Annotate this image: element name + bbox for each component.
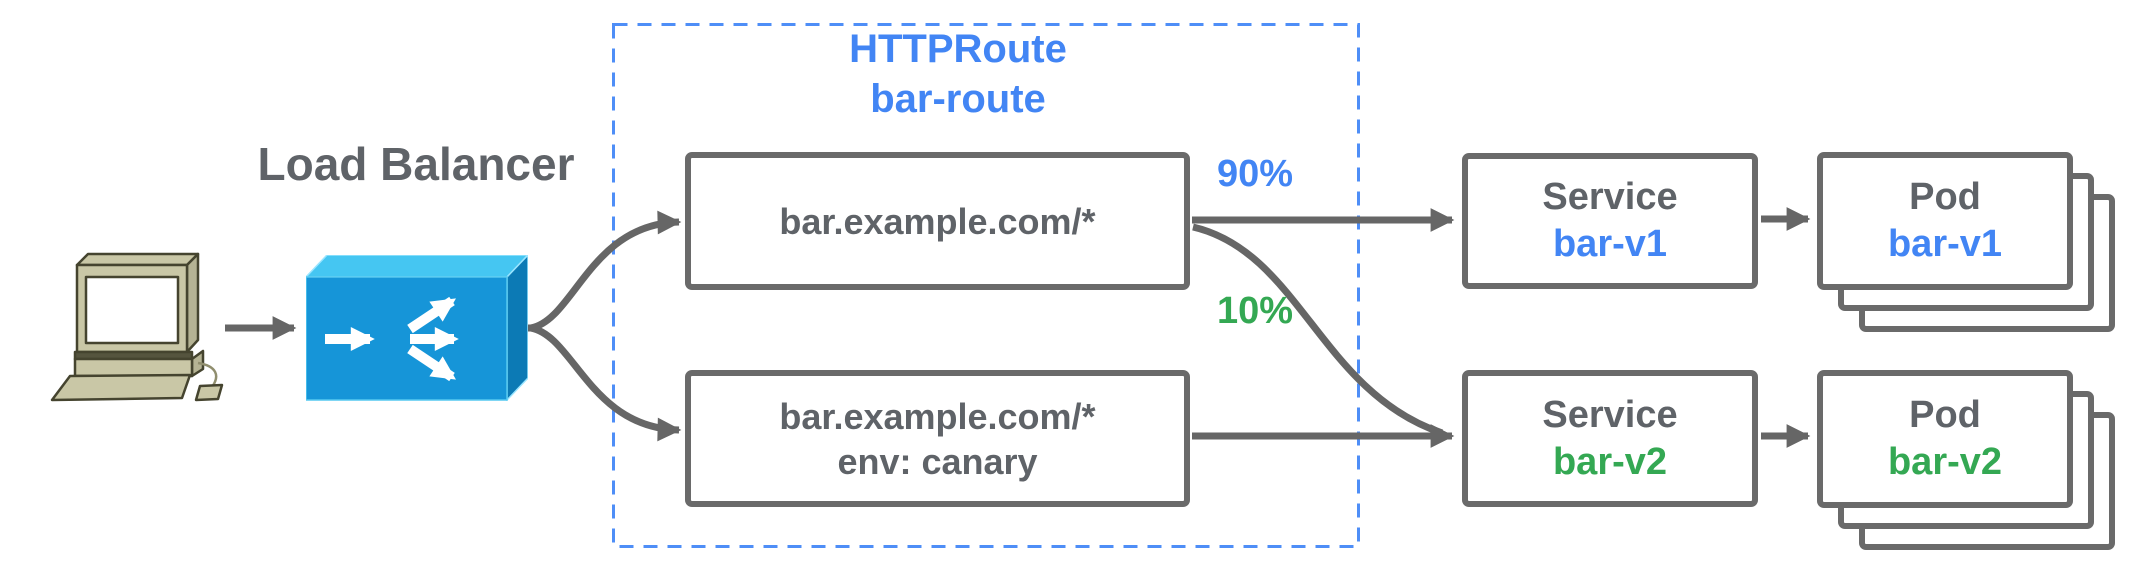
- monitor-side-face: [185, 252, 200, 354]
- base-unit: [73, 357, 194, 378]
- weight-10-label: 10%: [1216, 290, 1294, 332]
- service-name-label: bar-v1: [1552, 223, 1668, 265]
- service-bar-v1-box: Service bar-v1: [1462, 153, 1758, 289]
- rule-match-label: bar.example.com/*: [779, 200, 1096, 242]
- service-kind-label: Service: [1542, 176, 1678, 218]
- load-balancer-icon: [306, 255, 528, 401]
- httproute-kind-label: HTTPRoute: [849, 27, 1067, 71]
- load-balancer-label: Load Balancer: [257, 138, 575, 190]
- rule-header-label: env: canary: [837, 440, 1038, 482]
- pod-bar-v2-stack: Pod bar-v2: [1817, 370, 2115, 550]
- pod-bar-v1-box: Pod bar-v1: [1817, 152, 2073, 290]
- pod-kind-label: Pod: [1909, 176, 1981, 218]
- lb-side-face: [506, 255, 528, 401]
- rule-match-label: bar.example.com/*: [779, 395, 1096, 437]
- pod-bar-v2-box: Pod bar-v2: [1817, 370, 2073, 508]
- monitor-top-face: [75, 252, 200, 267]
- lb-top-face: [306, 255, 528, 278]
- pod-name-label: bar-v1: [1887, 223, 2003, 265]
- arrow-lb-to-rule1: [530, 210, 682, 332]
- httproute-group-dashed-box: [612, 23, 1360, 548]
- desktop-computer-icon: [50, 252, 224, 402]
- httproute-title: HTTPRoute bar-route: [758, 24, 1158, 124]
- arrow-lb-to-rule2: [530, 324, 682, 442]
- route-rule-hostname-box: bar.example.com/*: [685, 152, 1190, 290]
- lb-fan-down-arrow: [407, 344, 456, 382]
- service-name-label: bar-v2: [1552, 440, 1668, 483]
- pod-bar-v1-stack: Pod bar-v1: [1817, 152, 2115, 332]
- service-bar-v2-box: Service bar-v2: [1462, 370, 1758, 507]
- route-rule-canary-box: bar.example.com/* env: canary: [685, 370, 1190, 507]
- httproute-name-label: bar-route: [870, 77, 1046, 121]
- mouse: [194, 383, 224, 402]
- weight-90-label: 90%: [1216, 153, 1294, 195]
- pod-name-label: bar-v2: [1887, 441, 2003, 483]
- monitor-screen: [84, 275, 180, 345]
- lb-fan-up-arrow: [407, 296, 456, 334]
- keyboard: [50, 373, 192, 402]
- curve-rule1-to-service-v2: [1192, 223, 1444, 437]
- service-kind-label: Service: [1542, 393, 1678, 436]
- pod-kind-label: Pod: [1909, 394, 1981, 436]
